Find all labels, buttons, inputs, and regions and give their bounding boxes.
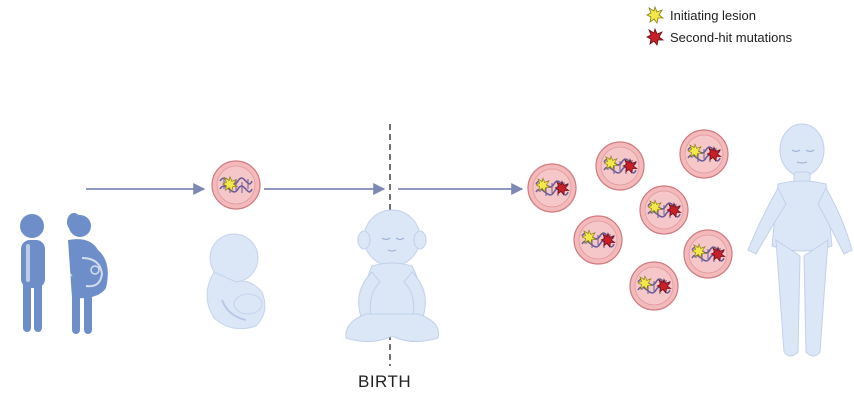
baby-icon [346, 210, 439, 342]
pregnant-mother-icon [65, 213, 108, 334]
dna-cell-icon [630, 262, 678, 310]
child-icon [748, 124, 852, 356]
dna-cell-icon [680, 130, 728, 178]
dna-cell-icon [596, 142, 644, 190]
dna-cell-icon [640, 186, 688, 234]
birth-label: BIRTH [358, 372, 411, 392]
father-icon [20, 214, 45, 332]
dna-cell-icon [684, 230, 732, 278]
dna-cell-icon [574, 216, 622, 264]
mutated-cells [528, 130, 732, 310]
dna-cell-icon [212, 161, 260, 209]
fetus-icon [207, 234, 265, 329]
dna-cell-icon [528, 164, 576, 212]
